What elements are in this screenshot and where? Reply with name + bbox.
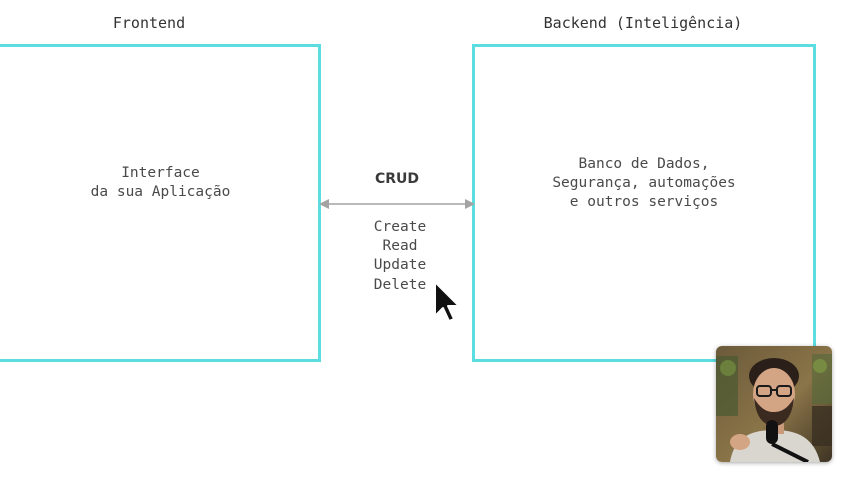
crud-operation-create: Create	[373, 219, 427, 235]
backend-box: Banco de Dados, Segurança, automações e …	[472, 44, 816, 362]
crud-operations-list: Create Read Update Delete	[340, 218, 460, 295]
double-arrow-icon	[319, 199, 475, 209]
frontend-title: Frontend	[112, 14, 186, 32]
crud-operation-delete: Delete	[373, 276, 427, 293]
arrow-head-right	[465, 199, 475, 209]
presenter-webcam	[716, 346, 832, 462]
arrow-head-left	[319, 199, 329, 209]
crud-operation-read: Read	[382, 238, 418, 255]
crud-label: CRUD	[374, 171, 420, 187]
frontend-box-text: Interface da sua Aplicação	[90, 165, 231, 200]
frontend-box: Interface da sua Aplicação	[0, 44, 321, 362]
crud-operation-update: Update	[373, 257, 427, 274]
presenter-avatar-icon	[716, 346, 832, 462]
mouse-pointer-icon	[434, 281, 460, 322]
backend-title: Backend (Inteligência)	[543, 14, 743, 32]
backend-box-text: Banco de Dados, Segurança, automações e …	[552, 155, 736, 210]
